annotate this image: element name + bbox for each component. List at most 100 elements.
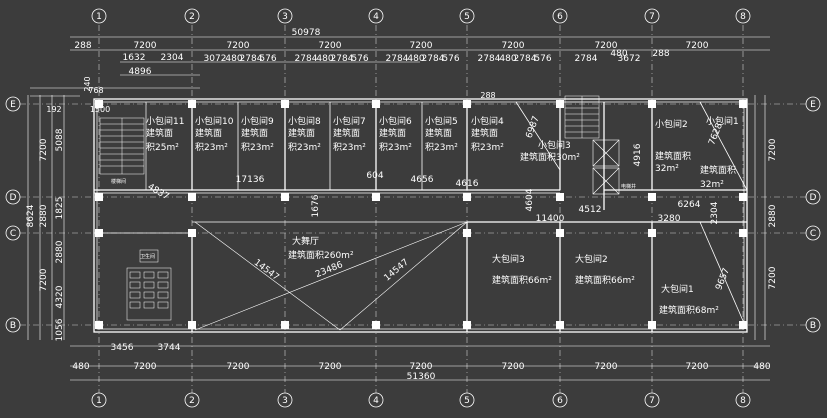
dim-top-row4-7: 2784 [331,54,354,64]
room-label-7: 小包间7 建筑面 积23m² [333,115,369,153]
axis-label-bottom-6: 6 [557,396,563,406]
dim-top-row2-a: 1632 [123,53,146,63]
room-label-big3: 大包间3 建筑面积66m² [492,253,552,286]
dim-top-row4-4: 576 [259,54,276,64]
dim-top-row4-9: 2784 [386,54,409,64]
axis-labels-bottom: 1 2 3 4 5 6 7 8 [96,396,746,406]
dim-right-2: 2880 [768,204,778,227]
axis-label-left-E: E [10,100,16,110]
dim-top-row4-10: 480 [407,54,424,64]
dim-top-row4-13: 2784 [478,54,501,64]
room-label-5: 小包间5 建筑面 积23m² [425,115,461,153]
dim-left-small-5: 288 [480,91,495,100]
dim-bottom-row1-1: 3456 [111,343,134,353]
room-label-big2: 大包间2 建筑面积66m² [575,253,635,286]
dim-d4: 11400 [536,214,565,224]
dim-diag3: 14547 [383,257,411,283]
axis-label-top-5: 5 [464,12,470,22]
dim-top-row4-11: 2784 [422,54,445,64]
axis-label-right-C: C [810,229,816,239]
dim-left-row-2: 1825 [55,197,65,220]
dim-top-row4-16: 576 [534,54,551,64]
dim-bottom-row2-6: 7200 [595,362,618,372]
dim-top-row4-12: 576 [442,54,459,64]
dim-d2: 4916 [633,143,643,166]
dims-bottom: 3456 3744 480 480 7200 7200 7200 7200 72… [72,343,770,382]
axis-labels-top: 1 2 3 4 5 6 7 8 [96,12,746,22]
tiny-notes: 楼梯间 卫生间 电梯井 [111,178,636,260]
dim-right-1: 7200 [768,138,778,161]
stair-right [564,95,600,139]
dim-top-row4-3: 2784 [240,54,263,64]
axis-label-bottom-4: 4 [373,396,379,406]
dim-left-outer-3: 7200 [39,268,49,291]
axis-label-top-6: 6 [557,12,563,22]
room-labels: 小包间11 建筑面 积25m² 小包间10 建筑面 积23m² 小包间9 建筑面… [146,115,739,316]
room-label-6: 小包间6 建筑面 积23m² [379,115,415,153]
axis-label-right-E: E [810,100,816,110]
axis-label-top-2: 2 [189,12,195,22]
dims-left: 5088 1825 2880 4320 1056 7200 2880 7200 … [26,128,65,341]
stair-note: 楼梯间 [111,178,126,185]
dim-bottom-row2-7: 7200 [686,362,709,372]
dim-d6: 6264 [678,200,701,210]
dims-inner: 17136 604 4656 4616 6987 4916 4604 11400… [146,115,732,292]
dim-bottom-row2-3: 7200 [319,362,342,372]
dim-right-3: 7200 [768,266,778,289]
dim-top-row3: 4896 [129,67,152,77]
dim-top-row4-15: 2784 [514,54,537,64]
dim-top-row1-extra: 480 [610,49,627,59]
dim-left-outer-1: 7200 [39,138,49,161]
dim-top-row1-6: 7200 [595,41,618,51]
wc-note: 卫生间 [140,253,155,260]
dim-bottom-row2-4: 7200 [410,362,433,372]
walls [93,98,748,333]
axis-label-top-4: 4 [373,12,379,22]
dim-top-row4-6: 480 [316,54,333,64]
axis-label-top-1: 1 [96,12,102,22]
dim-bottom-row1-2: 3744 [158,343,181,353]
axis-bubbles-bottom [91,392,751,408]
dim-top-row1-4: 7200 [410,41,433,51]
dim-bottom-edge-right: 480 [753,362,770,372]
dims-right: 7200 2880 7200 [768,138,778,289]
washroom-fixtures [126,249,172,321]
axis-label-right-D: D [810,193,817,203]
room-label-9: 小包间9 建筑面 积23m² [241,115,277,153]
dim-top-right-edge: 288 [652,49,669,59]
axis-label-bottom-5: 5 [464,396,470,406]
axis-grid [20,25,808,393]
dim-corridor-mid: 604 [366,171,383,181]
room-label-8: 小包间8 建筑面 积23m² [288,115,324,153]
dims-top: 50978 288 288 7200 7200 7200 7200 7200 7… [74,28,708,77]
dim-left-total: 8624 [26,204,36,227]
room-label-11: 小包间11 建筑面 积25m² [146,115,187,153]
dim-left-small-4: 1500 [90,105,110,114]
dim-d12: 4837 [146,182,171,202]
dimension-lines [27,36,770,381]
dim-top-row1-7: 7200 [686,41,709,51]
dim-left-small-1: 768 [88,86,103,95]
dim-d3: 4604 [525,188,535,211]
dim-bottom-total: 51360 [407,372,436,382]
axis-labels-side: E D C B E D C B [10,100,817,331]
dim-top-row4-2: 480 [225,54,242,64]
axis-bubbles-side [5,96,821,333]
dim-bottom-row2-1: 7200 [134,362,157,372]
dim-top-row4-5: 2784 [295,54,318,64]
dim-top-row1-1: 7200 [134,41,157,51]
axis-label-bottom-1: 1 [96,396,102,406]
axis-label-left-D: D [10,193,17,203]
dim-d10: 9657 [714,267,732,292]
dim-left-outer-2: 2880 [39,204,49,227]
dim-top-total: 50978 [292,28,321,38]
dim-d8: 2304 [710,201,720,224]
dim-corridor: 17136 [236,175,265,185]
axis-label-bottom-7: 7 [649,396,655,406]
axis-label-right-B: B [810,321,816,331]
dim-corridor-b: 4656 [411,175,434,185]
dim-left-row-3: 2880 [55,240,65,263]
dim-left-row-1: 5088 [55,128,65,151]
dim-left-row-4: 4320 [55,285,65,308]
dim-d7: 3280 [658,214,681,224]
